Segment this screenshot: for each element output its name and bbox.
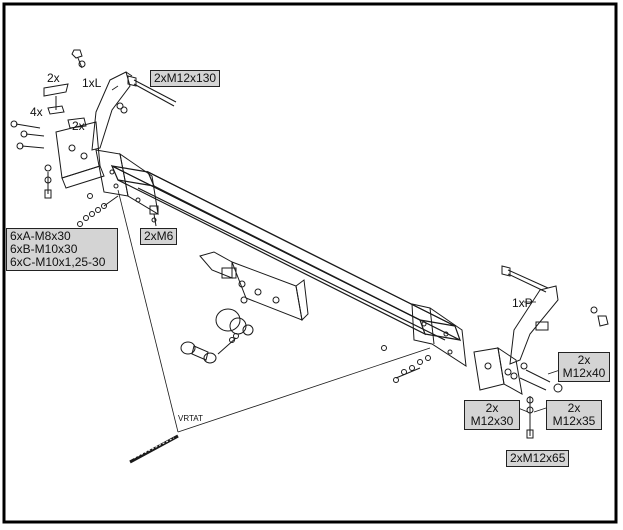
main-crossbeam — [110, 164, 462, 342]
frame-bolt-c: 6xC-M10x1,25-30 — [10, 255, 106, 269]
drill-bit — [129, 434, 179, 464]
m12x30-qty: 2x — [485, 401, 499, 415]
m6-bolts — [149, 205, 159, 227]
label-2x-mid: 2x — [72, 119, 85, 133]
m12x35-qty: 2x — [567, 401, 581, 415]
callout-m12x30: 2x M12x30 — [464, 400, 520, 430]
callout-m12x40: 2x M12x40 — [558, 352, 610, 382]
callout-bottom-bolt: 2xM12x65 — [506, 450, 570, 467]
m12x30-size: M12x30 — [470, 414, 514, 428]
callout-m12x35: 2x M12x35 — [546, 400, 602, 430]
frame-bolt-a: 6xA-M8x30 — [10, 229, 71, 243]
tow-ball-mount — [199, 251, 309, 322]
right-beam-plate — [411, 303, 467, 367]
m12x40-size: M12x40 — [562, 366, 606, 380]
outer-border — [2, 2, 618, 524]
callout-m6: 2xM6 — [140, 228, 178, 245]
right-lower-bolts — [381, 345, 563, 439]
label-4x: 4x — [30, 105, 43, 119]
tow-ball — [180, 308, 254, 364]
left-frame-bolts — [77, 193, 119, 227]
top-long-bolt — [116, 75, 177, 114]
left-side-bolts — [10, 120, 52, 199]
leader-lines — [111, 85, 561, 413]
label-left-bracket: 1xL — [82, 76, 102, 90]
right-side-bracket — [473, 285, 559, 395]
callout-frame-bolts: 6xA-M8x30 6xB-M10x30 6xC-M10x1,25-30 — [6, 228, 118, 271]
right-long-bolt — [501, 265, 609, 327]
m12x40-qty: 2x — [577, 353, 591, 367]
left-top-hardware — [43, 49, 87, 129]
left-side-bracket — [55, 71, 133, 189]
frame-bolt-b: 6xB-M10x30 — [10, 242, 78, 256]
drill-guide-lines — [117, 189, 431, 433]
callout-top-bolt: 2xM12x130 — [150, 70, 221, 87]
label-right-bracket: 1xP — [512, 296, 533, 310]
label-2x-top: 2x — [47, 71, 60, 85]
m12x35-size: M12x35 — [552, 414, 596, 428]
label-drill: VRTAT — [178, 414, 203, 423]
